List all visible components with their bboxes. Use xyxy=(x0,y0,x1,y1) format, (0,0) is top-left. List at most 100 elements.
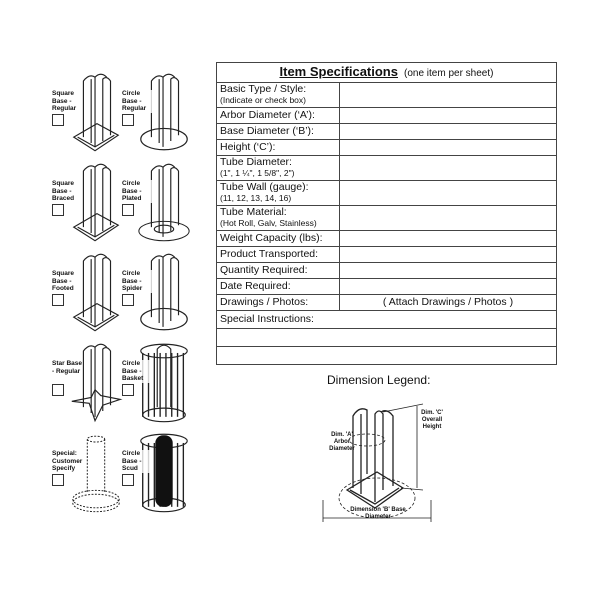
spec-value-field[interactable] xyxy=(339,155,557,181)
spec-label-cell: Drawings / Photos: xyxy=(216,294,340,311)
spec-label-cell: Weight Capacity (lbs): xyxy=(216,230,340,247)
spec-value-field[interactable] xyxy=(339,139,557,156)
style-option: Circle Base - Plated xyxy=(122,158,194,246)
style-option-label: Square Base - Braced xyxy=(52,180,82,203)
spec-label: Base Diameter (‘B’): xyxy=(220,125,314,137)
spec-row: Date Required: xyxy=(216,278,557,295)
spec-value-field[interactable] xyxy=(339,230,557,247)
dimension-legend-diagram: Dim. 'A' Arbor Diameter Dim. 'C' Overall… xyxy=(305,390,450,530)
spec-value-field[interactable] xyxy=(339,205,557,231)
spec-label: Tube Material: xyxy=(220,206,287,218)
spec-label-cell: Tube Wall (gauge):(11, 12, 13, 14, 16) xyxy=(216,180,340,206)
style-option-checkbox[interactable] xyxy=(122,204,134,216)
spec-title: Item Specifications xyxy=(279,64,398,79)
item-specifications-table: Item Specifications(one item per sheet) … xyxy=(216,62,557,365)
style-option: Circle Base - Spider xyxy=(122,248,194,336)
style-option-label: Star Base - Regular xyxy=(52,360,82,375)
special-instructions-line-1[interactable] xyxy=(216,328,557,347)
spec-label-cell: Base Diameter (‘B’): xyxy=(216,123,340,140)
spec-label: Drawings / Photos: xyxy=(220,296,309,308)
style-option-checkbox[interactable] xyxy=(52,114,64,126)
style-option-label: Special: Customer Specify xyxy=(52,450,83,473)
spec-label: Height (‘C’): xyxy=(220,141,276,153)
spec-label: Date Required: xyxy=(220,280,291,292)
style-option-label: Circle Base - Regular xyxy=(122,90,152,113)
square-rack-image xyxy=(72,163,120,242)
rack-dimension-drawing xyxy=(322,403,432,522)
dim-b-label: Dimension 'B' Base Diameter xyxy=(350,507,406,520)
style-option: Square Base - Regular xyxy=(52,68,124,156)
style-option-label: Circle Base - Basket xyxy=(122,360,152,383)
special-instructions-label: Special Instructions: xyxy=(216,310,557,329)
spec-hint: (Indicate or check box) xyxy=(220,95,306,105)
style-option: Circle Base - Regular xyxy=(122,68,194,156)
spec-row: Height (‘C’): xyxy=(216,139,557,156)
spec-label-cell: Height (‘C’): xyxy=(216,139,340,156)
style-option-label: Circle Base - Spider xyxy=(122,270,152,293)
spec-label: Tube Diameter: xyxy=(220,156,292,168)
spec-label: Basic Type / Style: xyxy=(220,83,307,95)
spec-label: Quantity Required: xyxy=(220,264,308,276)
spec-label-cell: Date Required: xyxy=(216,278,340,295)
spec-row: Drawings / Photos: ( Attach Drawings / Ph… xyxy=(216,294,557,311)
style-option: Special: Customer Specify xyxy=(52,428,124,516)
special-instructions-line-2[interactable] xyxy=(216,346,557,365)
spec-row: Tube Material:(Hot Roll, Galv, Stainless… xyxy=(216,205,557,231)
spec-label: Product Transported: xyxy=(220,248,319,260)
style-option-checkbox[interactable] xyxy=(122,114,134,126)
style-option: Square Base - Braced xyxy=(52,158,124,246)
spec-row: Weight Capacity (lbs): xyxy=(216,230,557,247)
dimension-legend-title: Dimension Legend: xyxy=(327,373,431,387)
spec-value-field[interactable] xyxy=(339,246,557,263)
style-option: Square Base - Footed xyxy=(52,248,124,336)
style-option: Circle Base - Scud xyxy=(122,428,194,516)
spec-value-field[interactable]: ( Attach Drawings / Photos ) xyxy=(339,294,557,311)
spec-subtitle: (one item per sheet) xyxy=(403,68,494,79)
style-option-checkbox[interactable] xyxy=(122,294,134,306)
spec-label-cell: Basic Type / Style:(Indicate or check bo… xyxy=(216,82,340,108)
spec-value-field[interactable] xyxy=(339,82,557,108)
spec-row: Tube Diameter:(1", 1 ¼", 1 5/8", 2") xyxy=(216,155,557,181)
spec-label-cell: Tube Diameter:(1", 1 ¼", 1 5/8", 2") xyxy=(216,155,340,181)
spec-label-cell: Arbor Diameter (‘A’): xyxy=(216,107,340,124)
spec-row: Quantity Required: xyxy=(216,262,557,279)
circle-rack-image xyxy=(140,73,188,151)
spec-value-field[interactable] xyxy=(339,180,557,206)
spec-hint: (1", 1 ¼", 1 5/8", 2") xyxy=(220,168,295,178)
star-rack-image xyxy=(71,343,123,423)
style-option-checkbox[interactable] xyxy=(52,384,64,396)
square-rack-image xyxy=(72,253,120,332)
spec-label: Arbor Diameter (‘A’): xyxy=(220,109,315,121)
spec-label-cell: Quantity Required: xyxy=(216,262,340,279)
spec-value-field[interactable] xyxy=(339,123,557,140)
style-option-label: Circle Base - Plated xyxy=(122,180,152,203)
spec-value-field[interactable] xyxy=(339,262,557,279)
spec-title-cell: Item Specifications (one item per sheet) xyxy=(216,62,557,83)
style-option-checkbox[interactable] xyxy=(122,474,134,486)
spec-hint: (11, 12, 13, 14, 16) xyxy=(220,193,292,203)
style-option-checkbox[interactable] xyxy=(52,204,64,216)
style-option-checkbox[interactable] xyxy=(122,384,134,396)
style-option: Circle Base - Basket xyxy=(122,338,194,426)
special-rack-image xyxy=(72,435,120,513)
spec-row: Base Diameter (‘B’): xyxy=(216,123,557,140)
style-option-checkbox[interactable] xyxy=(52,474,64,486)
plated-rack-image xyxy=(138,163,190,242)
style-option-label: Square Base - Footed xyxy=(52,270,82,293)
spec-row: Tube Wall (gauge):(11, 12, 13, 14, 16) xyxy=(216,180,557,206)
spec-row: Product Transported: xyxy=(216,246,557,263)
spec-label: Weight Capacity (lbs): xyxy=(220,232,323,244)
square-rack-image xyxy=(72,73,120,152)
spec-row: Basic Type / Style:(Indicate or check bo… xyxy=(216,82,557,108)
spec-label: Tube Wall (gauge): xyxy=(220,181,309,193)
spec-value-field[interactable] xyxy=(339,278,557,295)
dim-c-label: Dim. 'C' Overall Height xyxy=(421,410,443,430)
spec-label-cell: Tube Material:(Hot Roll, Galv, Stainless… xyxy=(216,205,340,231)
spec-value-field[interactable] xyxy=(339,107,557,124)
spec-label-cell: Product Transported: xyxy=(216,246,340,263)
spec-hint: (Hot Roll, Galv, Stainless) xyxy=(220,218,317,228)
style-option: Star Base - Regular xyxy=(52,338,124,426)
style-option-checkbox[interactable] xyxy=(52,294,64,306)
style-option-label: Square Base - Regular xyxy=(52,90,82,113)
spec-row: Arbor Diameter (‘A’): xyxy=(216,107,557,124)
